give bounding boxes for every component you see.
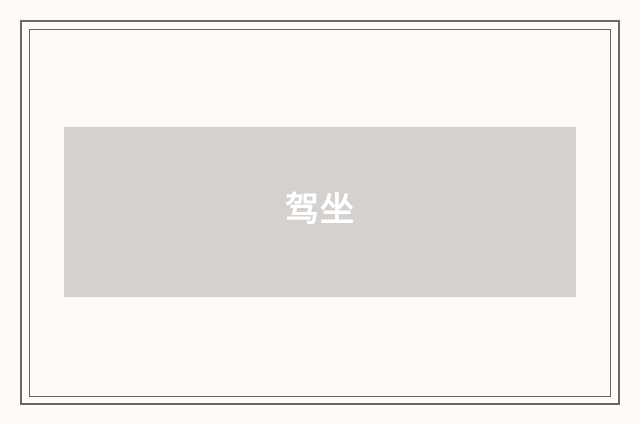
outer-frame-border — [20, 20, 620, 405]
image-placeholder-panel: 驾坐 — [64, 127, 576, 297]
inner-frame-border — [29, 29, 611, 397]
panel-label: 驾坐 — [285, 190, 355, 230]
